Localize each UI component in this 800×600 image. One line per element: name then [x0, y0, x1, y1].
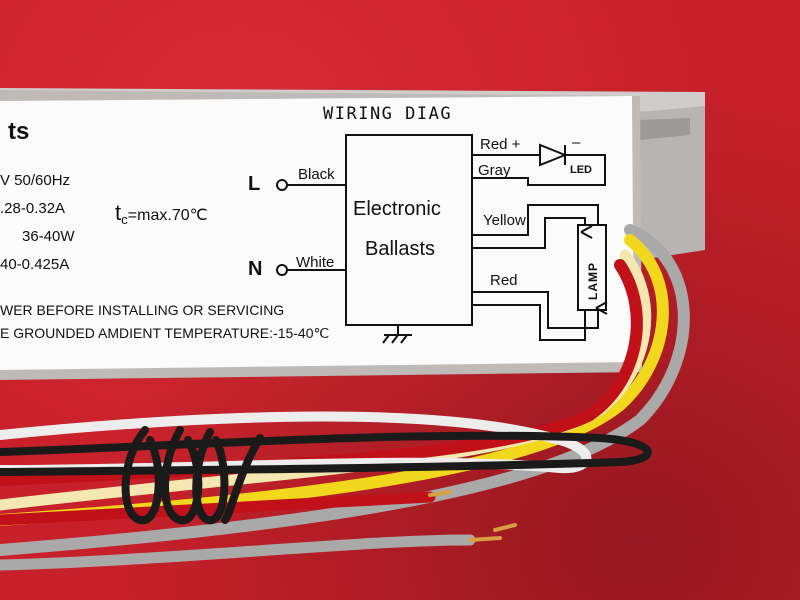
led-label: LED — [570, 164, 592, 176]
black-cable-coil-1 — [121, 426, 163, 525]
diagram-title: WIRING DIAG — [323, 104, 453, 124]
ground-icon — [382, 325, 412, 344]
lamp-label: LAMP — [586, 262, 600, 300]
black-cable-coil-4 — [221, 434, 264, 524]
spec-current-2: 40-0.425A — [0, 256, 70, 273]
wire-label-red-plus: Red + — [480, 136, 521, 153]
warning-line-2: E GROUNDED AMDIENT TEMPERATURE:-15-40℃ — [0, 325, 330, 341]
product-label — [0, 96, 634, 370]
wire-gray — [0, 224, 690, 556]
black-cable-coil-3 — [192, 428, 229, 525]
ballast-box — [345, 134, 473, 326]
wire-label-yellow: Yellow — [483, 212, 526, 229]
tc-symbol: t — [115, 200, 122, 225]
wire-label-red: Red — [490, 272, 518, 289]
spec-voltage: V 50/60Hz — [0, 172, 71, 189]
wire-gray-end — [0, 534, 476, 571]
wire-label-white: White — [296, 254, 335, 271]
wire-black — [0, 431, 652, 476]
input-label-L: L — [248, 173, 261, 195]
box-label-line-2: Ballasts — [365, 238, 436, 260]
wiring-diagram — [276, 134, 608, 344]
input-label-N: N — [248, 258, 263, 280]
ballast-housing-right-end — [640, 106, 705, 260]
box-label-line-1: Electronic — [353, 198, 441, 220]
label-title: ts — [8, 118, 30, 145]
tc-rating: tc=max.70℃ — [115, 200, 208, 227]
tc-subscript: c — [121, 212, 128, 228]
spec-current: .28-0.32A — [0, 200, 66, 217]
lamp-tube — [577, 224, 607, 311]
spec-power: 36-40W — [22, 228, 75, 245]
led-minus: – — [572, 134, 581, 151]
warning-line-1: WER BEFORE INSTALLING OR SERVICING — [0, 302, 285, 318]
wire-label-gray: Gray — [478, 162, 511, 179]
led-diode-icon — [539, 143, 568, 167]
wire-label-black: Black — [298, 166, 335, 183]
tc-value: =max.70℃ — [127, 207, 208, 224]
wire-red-lower — [0, 491, 436, 526]
wire-bundle — [0, 224, 690, 571]
ballast-housing-fins — [640, 118, 690, 140]
copper-wire-tips — [428, 490, 517, 542]
